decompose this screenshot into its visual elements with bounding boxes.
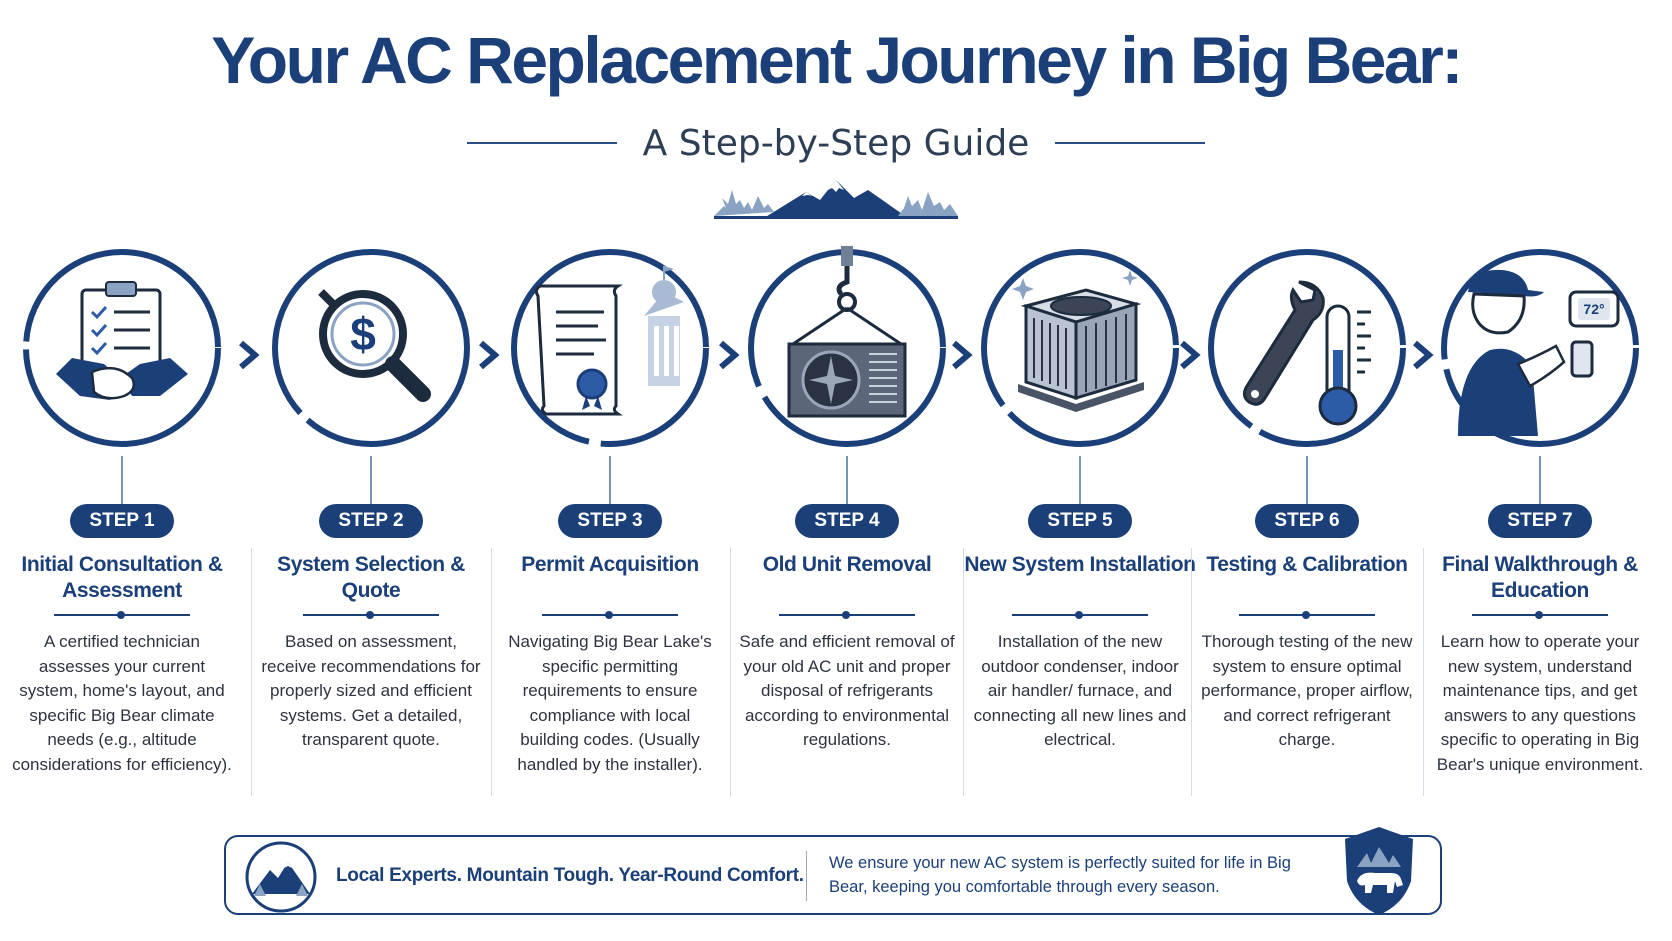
mountain-logo-icon	[714, 180, 958, 219]
step-connector	[609, 456, 611, 506]
column-divider	[730, 548, 731, 796]
step-title: Testing & Calibration	[1206, 553, 1408, 576]
chevron-right-icon	[1180, 340, 1201, 370]
chevron-right-icon	[239, 340, 260, 370]
step-badge: STEP 1	[70, 504, 174, 538]
subtitle-line-left	[466, 142, 617, 144]
svg-text:$: $	[350, 308, 376, 360]
column-divider	[1423, 548, 1424, 796]
magnifier-dollar-icon: $	[272, 249, 470, 447]
step-badge: STEP 2	[319, 504, 423, 538]
step-description: Learn how to operate your new system, un…	[1436, 632, 1644, 774]
step-description: Thorough testing of the new system to en…	[1201, 632, 1413, 749]
step-title: System Selection & Quote	[277, 553, 465, 602]
wrench-thermometer-icon	[1208, 249, 1406, 447]
footer-tagline: Local Experts. Mountain Tough. Year-Roun…	[336, 865, 804, 886]
step-dot	[842, 611, 850, 619]
step-connector	[1306, 456, 1308, 506]
step-dot	[117, 611, 125, 619]
step-title: Initial Consultation & Assessment	[21, 553, 223, 602]
footer-message: We ensure your new AC system is perfectl…	[829, 854, 1291, 896]
new-condenser-icon	[981, 249, 1179, 447]
step-connector	[370, 456, 372, 506]
chevron-right-icon	[1413, 340, 1434, 370]
thermostat-reading: 72°	[1583, 301, 1604, 317]
step-dot	[1302, 611, 1310, 619]
permit-document-icon	[511, 249, 709, 447]
step-description: Based on assessment, receive recommendat…	[261, 632, 481, 749]
step-connector	[846, 456, 848, 506]
bear-shield-icon	[1345, 827, 1413, 915]
step-badge: STEP 7	[1488, 504, 1592, 538]
step-connector	[1539, 456, 1541, 506]
chevron-right-icon	[479, 340, 500, 370]
step-badge: STEP 6	[1255, 504, 1359, 538]
crane-ac-unit-icon	[748, 246, 946, 447]
step-description: Installation of the new outdoor condense…	[973, 632, 1187, 749]
step-badge: STEP 3	[558, 504, 662, 538]
column-divider	[251, 548, 252, 796]
column-divider	[963, 548, 964, 796]
step-dot	[1535, 611, 1543, 619]
step-title: Old Unit Removal	[762, 553, 932, 576]
step-dot	[605, 611, 613, 619]
column-divider	[491, 548, 492, 796]
page-subtitle: A Step-by-Step Guide	[642, 122, 1030, 164]
step-description: A certified technician assesses your cur…	[12, 632, 232, 774]
mountain-emblem-icon	[245, 841, 317, 913]
step-title: New System Installation	[964, 553, 1196, 576]
clipboard-handshake-icon	[23, 249, 221, 447]
footer-banner: Local Experts. Mountain Tough. Year-Roun…	[224, 827, 1442, 915]
step-title: Permit Acquisition	[521, 553, 699, 576]
page-title: Your AC Replacement Journey in Big Bear:	[211, 23, 1463, 97]
step-description: Navigating Big Bear Lake's specific perm…	[508, 632, 712, 774]
step-dot	[366, 611, 374, 619]
step-title: Final Walkthrough & Education	[1442, 553, 1638, 602]
step-description: Safe and efficient removal of your old A…	[739, 632, 955, 749]
chevron-right-icon	[719, 340, 740, 370]
step-badge: STEP 4	[795, 504, 899, 538]
step-dot	[1075, 611, 1083, 619]
chevron-right-icon	[952, 340, 973, 370]
column-divider	[1191, 548, 1192, 796]
step-connector	[121, 456, 123, 506]
step-connector	[1079, 456, 1081, 506]
subtitle-row: A Step-by-Step Guide	[0, 118, 1672, 168]
footer-separator	[806, 851, 807, 901]
subtitle-line-right	[1055, 142, 1206, 144]
step-badge: STEP 5	[1028, 504, 1132, 538]
technician-thermostat-icon: 72°	[1441, 249, 1639, 447]
